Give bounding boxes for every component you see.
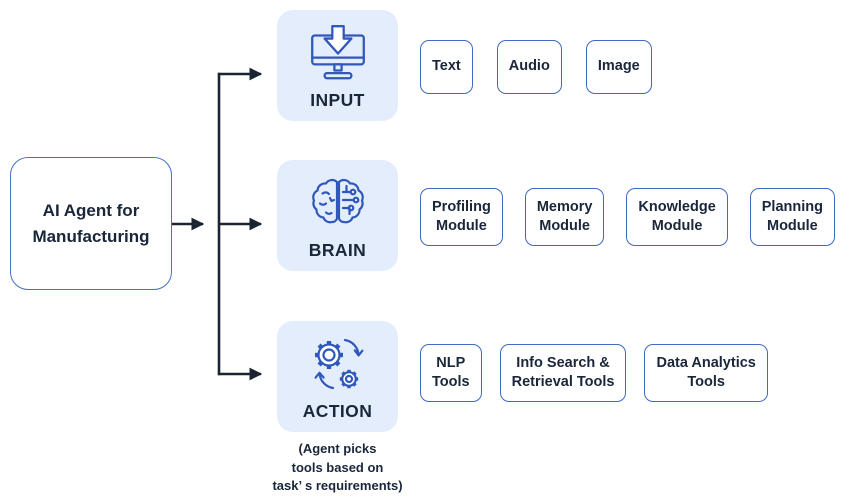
item-box-info-search-retrieval-tools: Info Search & Retrieval Tools (499, 344, 627, 402)
brain-node-label: BRAIN (308, 240, 367, 260)
item-box-planning-module: Planning Module (749, 188, 835, 246)
item-box-nlp-tools: NLP Tools (420, 344, 482, 402)
item-box-knowledge-module: Knowledge Module (626, 188, 728, 246)
item-box-image: Image (585, 40, 652, 94)
monitor-download-icon (305, 10, 371, 90)
input-node: INPUT (277, 10, 398, 121)
brain-items-row: Profiling Module Memory Module Knowledge… (420, 188, 835, 246)
item-box-memory-module: Memory Module (524, 188, 605, 246)
root-node: AI Agent for Manufacturing (10, 157, 172, 290)
brain-node: BRAIN (277, 160, 398, 271)
brain-icon (306, 160, 370, 240)
input-items-row: Text Audio Image (420, 40, 652, 94)
item-box-text: Text (420, 40, 473, 94)
action-caption: (Agent picks tools based on task’ s requ… (272, 441, 403, 494)
input-node-label: INPUT (310, 90, 365, 110)
item-box-profiling-module: Profiling Module (420, 188, 503, 246)
action-node-label: ACTION (302, 401, 373, 421)
action-node: ACTION (277, 321, 398, 432)
item-box-data-analytics-tools: Data Analytics Tools (644, 344, 768, 402)
item-box-audio: Audio (496, 40, 562, 94)
root-node-label: AI Agent for Manufacturing (32, 201, 150, 246)
gears-icon (308, 321, 368, 401)
action-items-row: NLP Tools Info Search & Retrieval Tools … (420, 344, 768, 402)
